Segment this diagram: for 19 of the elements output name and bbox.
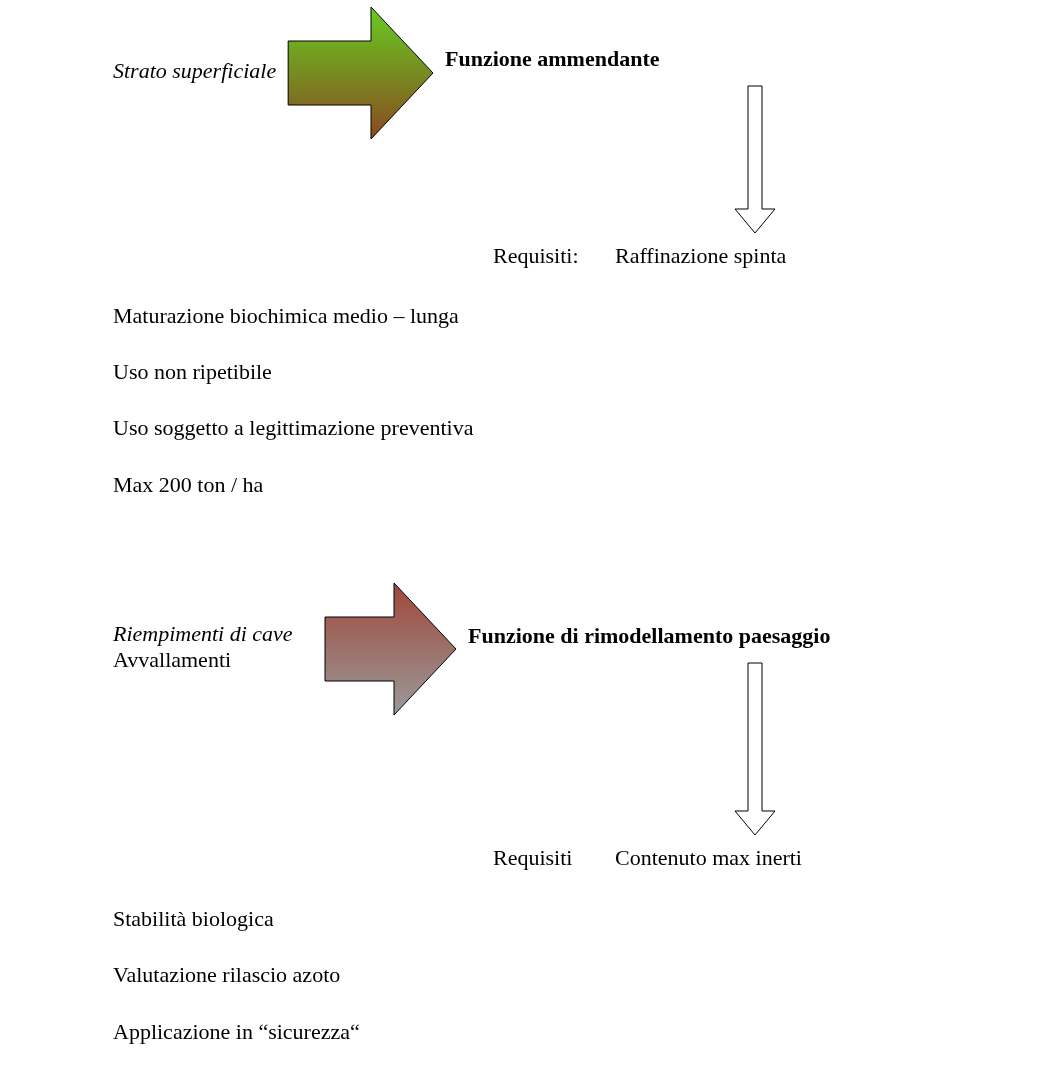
block-arrow bbox=[734, 85, 776, 234]
note-text: Uso non ripetibile bbox=[113, 359, 272, 385]
note-text: Applicazione in “sicurezza“ bbox=[113, 1019, 360, 1045]
node-text: Requisiti bbox=[493, 845, 573, 871]
block-arrow bbox=[287, 6, 434, 140]
note-text: Uso soggetto a legittimazione preventiva bbox=[113, 415, 474, 441]
node-text: Raffinazione spinta bbox=[615, 243, 787, 269]
node-text: Requisiti: bbox=[493, 243, 579, 269]
note-text: Stabilità biologica bbox=[113, 906, 274, 932]
note-text: Maturazione biochimica medio – lunga bbox=[113, 303, 459, 329]
block-arrow bbox=[734, 662, 776, 836]
node-text: Funzione di rimodellamento paesaggio bbox=[468, 623, 831, 649]
node-text: Contenuto max inerti bbox=[615, 845, 802, 871]
node-text: Strato superficiale bbox=[113, 58, 277, 84]
node-text: Riempimenti di cave Avvallamenti bbox=[113, 621, 294, 673]
block-arrow bbox=[324, 582, 457, 716]
note-text: Max 200 ton / ha bbox=[113, 472, 264, 498]
note-text: Valutazione rilascio azoto bbox=[113, 962, 341, 988]
node-text: Funzione ammendante bbox=[445, 46, 660, 72]
